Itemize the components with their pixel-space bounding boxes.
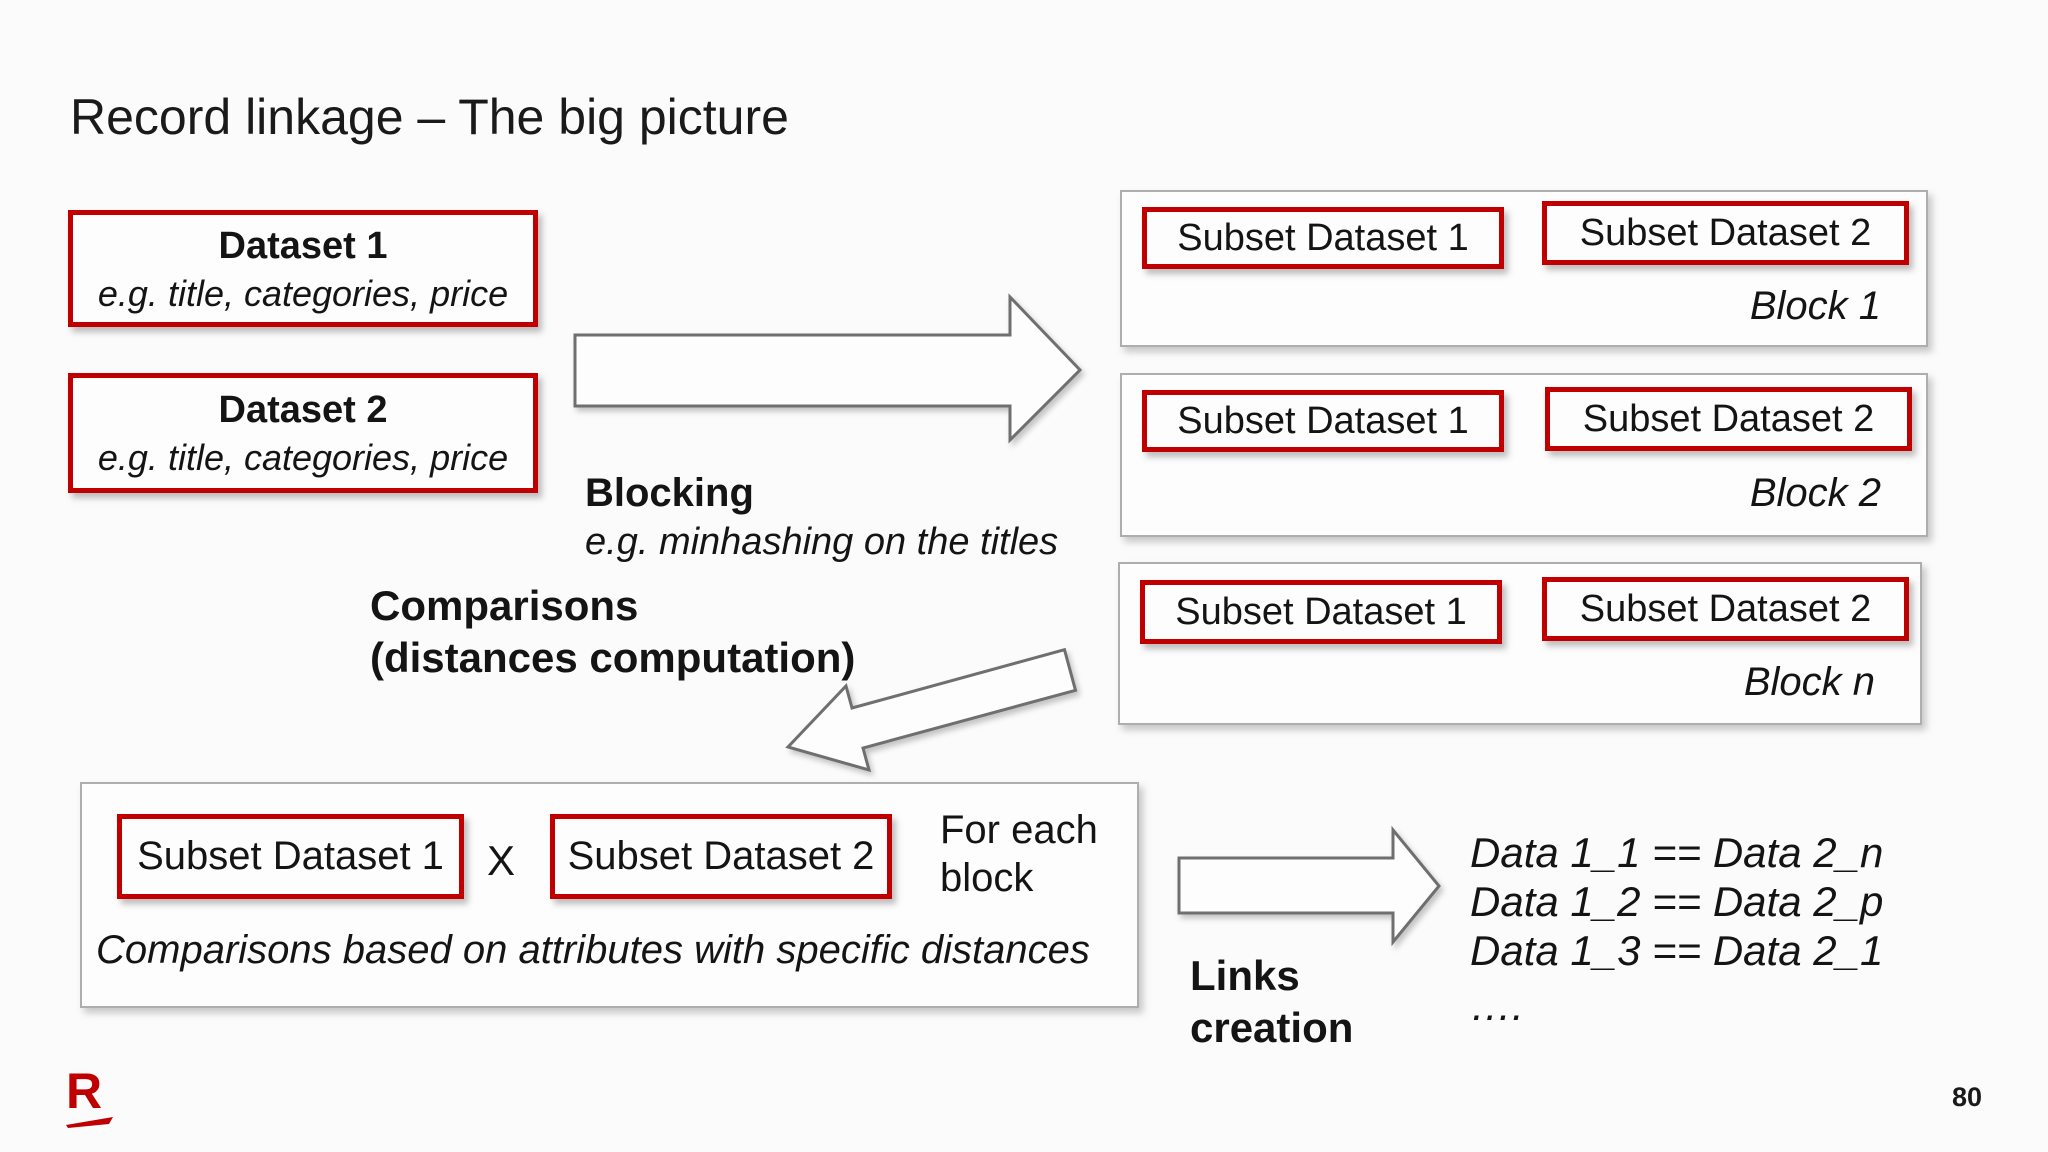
dataset-2-subtitle: e.g. title, categories, price <box>97 437 509 478</box>
links-label-line2: creation <box>1190 1004 1354 1051</box>
block-n-subset-dataset-2: Subset Dataset 2 <box>1542 577 1909 641</box>
block-2-container: Subset Dataset 1 Subset Dataset 2 Block … <box>1120 373 1928 537</box>
block-1-subset-dataset-2: Subset Dataset 2 <box>1542 201 1909 265</box>
block-1-container: Subset Dataset 1 Subset Dataset 2 Block … <box>1120 190 1928 347</box>
link-result-ellipsis: …. <box>1470 982 1524 1029</box>
blocking-sublabel: e.g. minhashing on the titles <box>585 521 1059 563</box>
dataset-2-box: Dataset 2 e.g. title, categories, price <box>68 373 538 493</box>
blocking-arrow-icon <box>573 293 1083 444</box>
link-results: Data 1_1 == Data 2_n Data 1_2 == Data 2_… <box>1470 828 1883 1030</box>
links-creation-label: Links creation <box>1190 950 1353 1054</box>
blocking-label: Blocking <box>585 471 754 515</box>
block-n-subset-dataset-1: Subset Dataset 1 <box>1140 580 1502 644</box>
block-1-subset-dataset-1: Subset Dataset 1 <box>1142 207 1504 269</box>
block-1-label: Block 1 <box>1749 284 1881 328</box>
block-2-subset-dataset-2: Subset Dataset 2 <box>1545 387 1912 451</box>
slide-title: Record linkage – The big picture <box>70 89 789 145</box>
block-n-label: Block n <box>1743 660 1875 704</box>
link-result-line: Data 1_3 == Data 2_1 <box>1470 927 1884 974</box>
comparisons-label: Comparisons (distances computation) <box>370 580 855 684</box>
comparison-box: Subset Dataset 1 X Subset Dataset 2 For … <box>80 782 1139 1008</box>
dataset-1-title: Dataset 1 <box>218 224 388 267</box>
for-each-note-line2: block <box>940 856 1034 900</box>
pairing-operator: X <box>487 837 516 884</box>
comparisons-label-line2: (distances computation) <box>370 634 856 681</box>
dataset-1-box: Dataset 1 e.g. title, categories, price <box>68 210 538 327</box>
page-number: 80 <box>1952 1082 1983 1112</box>
pairing-subset-dataset-1: Subset Dataset 1 <box>117 814 464 899</box>
comparison-caption: Comparisons based on attributes with spe… <box>96 928 1090 972</box>
block-2-subset-dataset-1: Subset Dataset 1 <box>1142 390 1504 452</box>
links-label-line1: Links <box>1190 952 1300 999</box>
block-n-container: Subset Dataset 1 Subset Dataset 2 Block … <box>1118 562 1922 725</box>
links-arrow-icon <box>1177 825 1441 947</box>
comparisons-arrow-icon <box>785 647 1078 773</box>
link-result-line: Data 1_1 == Data 2_n <box>1470 829 1884 876</box>
for-each-note-line1: For each <box>940 808 1098 852</box>
link-result-line: Data 1_2 == Data 2_p <box>1470 878 1884 925</box>
rakuten-logo-swoosh-icon <box>66 1117 113 1128</box>
dataset-1-subtitle: e.g. title, categories, price <box>97 272 509 314</box>
rakuten-logo: R <box>66 1063 116 1128</box>
pairing-subset-dataset-2: Subset Dataset 2 <box>550 814 892 899</box>
for-each-block-note: For each block <box>940 806 1098 902</box>
dataset-2-title: Dataset 2 <box>218 389 388 431</box>
rakuten-logo-letter: R <box>66 1063 103 1119</box>
comparisons-label-line1: Comparisons <box>370 582 639 629</box>
block-2-label: Block 2 <box>1749 471 1881 515</box>
